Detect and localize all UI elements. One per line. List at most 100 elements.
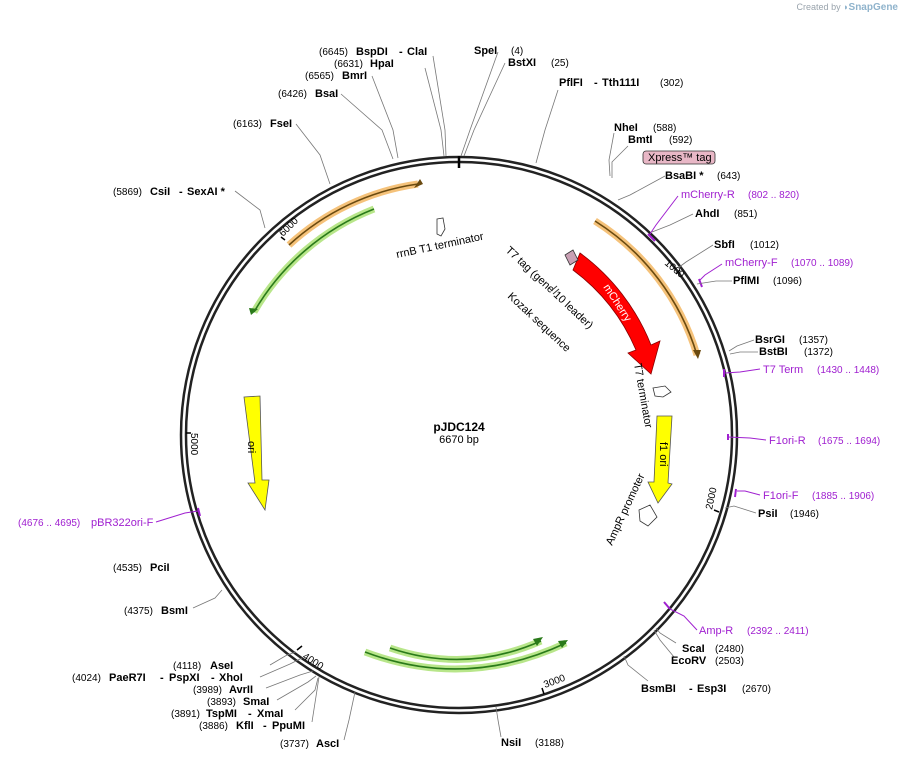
site-bspdi[interactable]: BspDI bbox=[356, 46, 388, 58]
site-sexai[interactable]: SexAI * bbox=[187, 186, 226, 198]
pos-asci: (3737) bbox=[280, 739, 309, 750]
orange-arc-top-left bbox=[286, 179, 423, 248]
site-pflfi[interactable]: PflFI bbox=[559, 77, 583, 89]
primer-f1ori-r-range: (1675 .. 1694) bbox=[818, 436, 880, 447]
f1ori-label: f1 ori bbox=[657, 442, 669, 466]
plasmid-name: pJDC124 bbox=[433, 420, 485, 434]
site-tth111i[interactable]: Tth111I bbox=[602, 77, 639, 89]
site-connectors bbox=[192, 51, 758, 741]
primer-f1ori-f[interactable]: F1ori-F bbox=[763, 490, 799, 502]
site-paer7i[interactable]: PaeR7I bbox=[109, 672, 146, 684]
pos-bsai: (6426) bbox=[278, 89, 307, 100]
site-smai[interactable]: SmaI bbox=[243, 696, 269, 708]
svg-text:-: - bbox=[160, 672, 164, 684]
pos-bmri: (6565) bbox=[305, 71, 334, 82]
site-bsrgi[interactable]: BsrGI bbox=[755, 334, 785, 346]
pos-nhei: (588) bbox=[653, 123, 676, 134]
primer-mark-pbr322 bbox=[197, 507, 201, 517]
pos-bsmbi: (2670) bbox=[742, 684, 771, 695]
site-xmai[interactable]: XmaI bbox=[257, 708, 283, 720]
pos-tspmi: (3891) bbox=[171, 709, 200, 720]
tick-label-5000: 5000 bbox=[188, 433, 199, 456]
pos-asei: (4118) bbox=[173, 661, 201, 672]
pos-scai: (2480) bbox=[715, 644, 744, 655]
ori-label: ori bbox=[245, 441, 257, 453]
site-csii[interactable]: CsiI bbox=[150, 186, 170, 198]
site-asei[interactable]: AseI bbox=[210, 660, 233, 672]
pos-csii: (5869) bbox=[113, 187, 142, 198]
site-bstxi[interactable]: BstXI bbox=[508, 57, 536, 69]
site-ecorv[interactable]: EcoRV bbox=[671, 655, 707, 667]
site-kfli[interactable]: KflI bbox=[236, 720, 254, 732]
primer-t7term[interactable]: T7 Term bbox=[763, 364, 803, 376]
orange-arc-right bbox=[593, 218, 701, 359]
f1ori-feature[interactable]: f1 ori bbox=[647, 415, 673, 504]
svg-text:-: - bbox=[179, 186, 183, 198]
site-bmri[interactable]: BmrI bbox=[342, 70, 367, 82]
pos-pflmi: (1096) bbox=[773, 276, 802, 287]
site-avrii[interactable]: AvrII bbox=[229, 684, 253, 696]
snapgene-logo-icon: ◗ bbox=[843, 2, 849, 12]
site-psii[interactable]: PsiI bbox=[758, 508, 778, 520]
primer-mark-mcherry-f bbox=[698, 278, 703, 288]
site-bmti[interactable]: BmtI bbox=[628, 134, 652, 146]
pos-paer7i: (4024) bbox=[72, 673, 101, 684]
pos-hpai: (6631) bbox=[334, 59, 363, 70]
primer-amp-r[interactable]: Amp-R bbox=[699, 625, 733, 637]
tick-label-2000: 2000 bbox=[704, 486, 719, 510]
pos-bmti: (592) bbox=[669, 135, 692, 146]
site-bsabi[interactable]: BsaBI * bbox=[665, 170, 704, 182]
svg-text:-: - bbox=[211, 672, 215, 684]
pos-bstbi: (1372) bbox=[804, 347, 833, 358]
pos-smai: (3893) bbox=[207, 697, 236, 708]
site-pspxi[interactable]: PspXI bbox=[169, 672, 200, 684]
primer-f1ori-f-range: (1885 .. 1906) bbox=[812, 491, 874, 502]
svg-text:-: - bbox=[594, 77, 598, 89]
primer-f1ori-r[interactable]: F1ori-R bbox=[769, 435, 806, 447]
site-bsmi[interactable]: BsmI bbox=[161, 605, 188, 617]
site-spei[interactable]: SpeI bbox=[474, 45, 497, 57]
primer-mark-amp-r bbox=[663, 601, 671, 610]
credit-prefix: Created by bbox=[796, 2, 841, 12]
site-scai[interactable]: ScaI bbox=[682, 643, 705, 655]
site-clai[interactable]: ClaI bbox=[407, 46, 427, 58]
pos-psii: (1946) bbox=[790, 509, 819, 520]
site-tspmi[interactable]: TspMI bbox=[206, 708, 237, 720]
svg-text:-: - bbox=[263, 720, 267, 732]
tick-1000 bbox=[675, 269, 681, 275]
primer-mcherry-f[interactable]: mCherry-F bbox=[725, 257, 778, 269]
svg-text:-: - bbox=[399, 46, 403, 58]
pos-bsrgi: (1357) bbox=[799, 335, 828, 346]
site-nsii[interactable]: NsiI bbox=[501, 737, 521, 749]
pos-ecorv: (2503) bbox=[715, 656, 744, 667]
site-pcii[interactable]: PciI bbox=[150, 562, 170, 574]
primer-connectors bbox=[155, 195, 767, 631]
site-sbfi[interactable]: SbfI bbox=[714, 239, 735, 251]
site-ahdi[interactable]: AhdI bbox=[695, 208, 719, 220]
pos-avrii: (3989) bbox=[193, 685, 222, 696]
rrnb-terminator[interactable]: rrnB T1 terminator bbox=[395, 217, 485, 261]
green-arc-bottom-2 bbox=[363, 639, 568, 673]
pos-pcii: (4535) bbox=[113, 563, 142, 574]
site-bsai[interactable]: BsaI bbox=[315, 88, 338, 100]
site-nhei[interactable]: NheI bbox=[614, 122, 638, 134]
site-esp3i[interactable]: Esp3I bbox=[697, 683, 726, 695]
site-bsmbi[interactable]: BsmBI bbox=[641, 683, 676, 695]
primer-amp-r-range: (2392 .. 2411) bbox=[747, 626, 809, 637]
site-ppumi[interactable]: PpuMI bbox=[272, 720, 305, 732]
site-xhoi[interactable]: XhoI bbox=[219, 672, 243, 684]
ori-feature[interactable]: ori bbox=[243, 395, 270, 512]
site-bstbi[interactable]: BstBI bbox=[759, 346, 788, 358]
site-asci[interactable]: AscI bbox=[316, 738, 339, 750]
pos-spei: (4) bbox=[511, 46, 523, 57]
xpress-tag[interactable]: Xpress™ tag bbox=[642, 150, 716, 165]
site-hpai[interactable]: HpaI bbox=[370, 58, 394, 70]
primer-mcherry-r[interactable]: mCherry-R bbox=[681, 189, 735, 201]
primer-pbr322[interactable]: pBR322ori-F bbox=[91, 517, 154, 529]
pos-nsii: (3188) bbox=[535, 738, 564, 749]
site-fsei[interactable]: FseI bbox=[270, 118, 292, 130]
site-pflmi[interactable]: PflMI bbox=[733, 275, 759, 287]
tick-label-4000: 4000 bbox=[300, 651, 325, 672]
pos-bsabi: (643) bbox=[717, 171, 740, 182]
